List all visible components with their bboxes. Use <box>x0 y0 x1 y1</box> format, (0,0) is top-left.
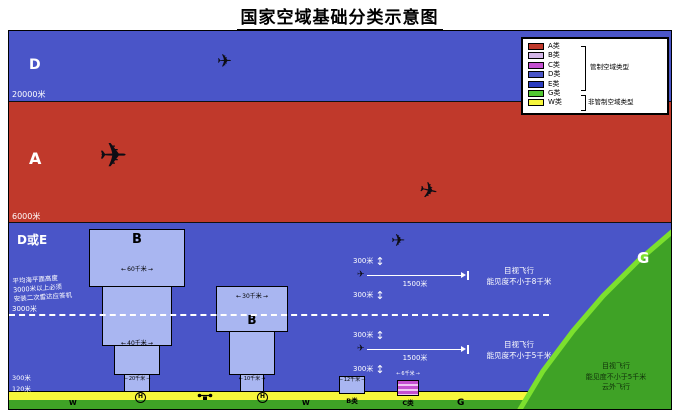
tower-c-width: 6千米 <box>393 372 423 377</box>
arrow-line <box>366 348 461 350</box>
vfr-upper-rule-line1: 目视飞行 <box>504 266 534 275</box>
legend-swatch-w <box>528 99 544 107</box>
shuttle-aircraft-icon: ✈ <box>217 51 233 72</box>
legend-item-c: C类 <box>528 61 582 69</box>
dashed-3000m-line <box>9 314 549 316</box>
tower-b2-top-width: 30千米 <box>218 294 286 300</box>
arrowhead-icon <box>461 272 466 278</box>
legend-item-g: G类 <box>528 89 582 97</box>
legend-item-d: D类 <box>528 71 582 79</box>
vfr-upper-distance: 1500米 <box>402 280 428 288</box>
drone-icon <box>197 393 213 400</box>
vfr-upper-rule: 目视飞行 能见度不小于8千米 <box>471 265 567 288</box>
altitude-120m: 120米 <box>12 385 31 393</box>
tower-b3-width: 12千米 <box>335 378 369 383</box>
diagram-canvas: D 20000米 A 6000米 D或E 3000米 300米 120米 ✈ ✈… <box>8 30 672 410</box>
vertical-arrow-icon: ↕ <box>375 329 385 342</box>
legend-item-a: A类 <box>528 43 582 50</box>
legend-item-w: W类 <box>528 99 582 107</box>
vfr-g-rule: 目视飞行 能见度不小于5千米 云外飞行 <box>561 361 671 393</box>
vfr-upper-rule-line2: 能见度不小于8千米 <box>486 277 552 287</box>
page-title: 国家空域基础分类示意图 <box>0 3 679 31</box>
legend-swatch-c <box>528 61 544 69</box>
arrow-end-bar <box>467 270 469 280</box>
tower-b1-step1 <box>89 229 185 287</box>
tower-b3-label: B类 <box>346 397 358 405</box>
tower-b1-top-width: 60千米 <box>93 267 181 273</box>
altitude-20000m: 20000米 <box>12 90 46 99</box>
tower-b2-label: B <box>247 313 257 327</box>
legend-item-b: B类 <box>528 52 582 60</box>
vfr-g-rule-line2: 能见度不小于5千米 <box>585 372 647 381</box>
arrowhead-icon <box>461 346 466 352</box>
small-airliner-icon: ✈ <box>391 231 406 251</box>
tiny-plane-icon: ✈ <box>357 269 365 280</box>
vertical-arrow-icon: ↕ <box>375 363 385 376</box>
tower-b1-step2 <box>102 286 172 346</box>
tiny-plane-icon: ✈ <box>357 343 365 354</box>
vfr-lower-rule: 目视飞行 能见度不小于5千米 <box>471 339 567 362</box>
tower-b1-mid-width: 40千米 <box>105 341 169 347</box>
label-g-hill: G <box>637 249 650 267</box>
legend-controlled-label: 管制空域类型 <box>590 63 629 71</box>
vfr-g-rule-line1: 目视飞行 <box>602 362 630 370</box>
brace-uncontrolled <box>581 95 586 111</box>
label-class-a: A <box>29 149 42 168</box>
altitude-6000m: 6000米 <box>12 212 41 221</box>
airliner-icon: ✈ <box>99 136 128 176</box>
transponder-note: 平均海平面高度 3000米以上必须 安装二次雷达应答机 <box>12 271 106 304</box>
label-class-d: D <box>29 57 41 73</box>
altitude-3000m: 3000米 <box>12 305 37 313</box>
label-g-ground: G <box>457 398 465 408</box>
tower-c-label: C类 <box>402 399 414 407</box>
terrain-hill <box>517 229 671 409</box>
label-w-right: W <box>302 399 310 407</box>
vfr-lower-alt-above: 300米 ↕ <box>353 329 385 342</box>
tower-b1-base-width: 20千米 <box>115 377 159 382</box>
label-w-left: W <box>69 399 77 407</box>
vfr-lower-rule-line1: 目视飞行 <box>504 340 534 349</box>
vfr-upper-distance-arrow: ✈ <box>357 270 469 280</box>
page-title-text: 国家空域基础分类示意图 <box>236 3 443 31</box>
legend-swatch-g <box>528 89 544 97</box>
legend-item-e: E类 <box>528 80 582 88</box>
strip-class-g <box>9 400 671 409</box>
tower-b1-step3 <box>114 345 160 375</box>
band-class-a <box>9 101 671 223</box>
legend-swatch-d <box>528 71 544 79</box>
tower-b2-step2 <box>229 331 275 375</box>
vfr-lower-distance-arrow: ✈ <box>357 344 469 354</box>
vertical-arrow-icon: ↕ <box>375 255 385 268</box>
label-class-d-or-e: D或E <box>17 233 48 247</box>
helipad-icon: H <box>257 392 268 403</box>
vfr-lower-rule-line2: 能见度不小于5千米 <box>486 351 552 361</box>
vfr-upper-alt-above: 300米 ↕ <box>353 255 385 268</box>
legend-swatch-a <box>528 43 544 50</box>
vfr-g-rule-line3: 云外飞行 <box>602 383 630 391</box>
vfr-upper-alt-below: 300米 ↕ <box>353 289 385 302</box>
legend-uncontrolled-label: 非管制空域类型 <box>588 98 634 106</box>
vfr-lower-alt-below: 300米 ↕ <box>353 363 385 376</box>
tower-b1-label: B <box>132 232 142 247</box>
tower-b2-base-width: 10千米 <box>227 377 277 382</box>
legend: A类 B类 C类 D类 E类 G类 W类 <box>521 37 669 115</box>
legend-swatch-e <box>528 80 544 88</box>
legend-rows: A类 B类 C类 D类 E类 G类 W类 <box>528 43 582 107</box>
legend-swatch-b <box>528 52 544 60</box>
arrow-end-bar <box>467 344 469 354</box>
brace-controlled <box>581 46 586 91</box>
vfr-lower-distance: 1500米 <box>402 354 428 362</box>
arrow-line <box>366 274 461 276</box>
altitude-300m: 300米 <box>12 374 31 382</box>
helipad-icon: H <box>135 392 146 403</box>
vertical-arrow-icon: ↕ <box>375 289 385 302</box>
tower-c <box>397 380 419 396</box>
